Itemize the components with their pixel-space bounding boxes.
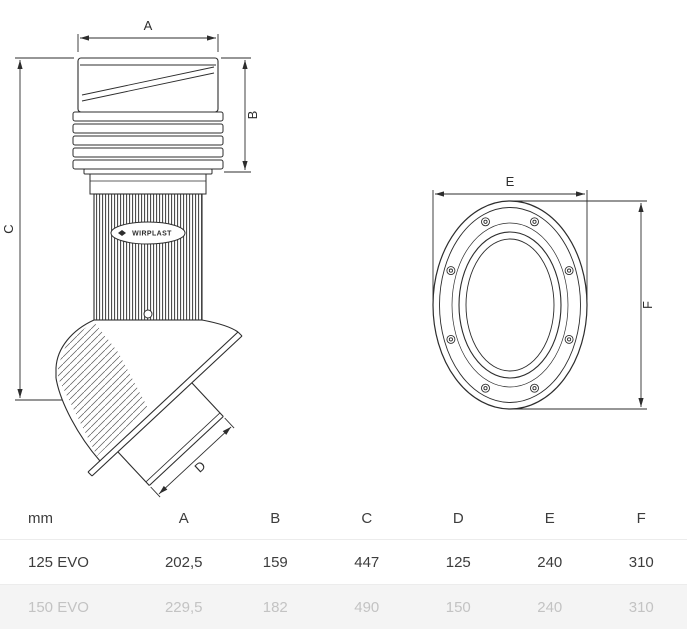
vent-cap <box>77 57 219 113</box>
side-view-drawing: A B C <box>1 18 260 498</box>
model-name: 125 EVO <box>28 553 89 571</box>
dim-label-d: D <box>191 458 208 475</box>
value-f: 310 <box>628 553 654 571</box>
table-row-150-evo: 150 EVO 229,5 182 490 150 240 310 <box>0 585 687 629</box>
brand-badge-label: WIRPLAST <box>132 231 172 238</box>
dim-label-e: E <box>506 174 515 189</box>
louver-fins <box>72 111 224 175</box>
col-header-c: C <box>361 509 373 527</box>
value-c: 447 <box>354 553 380 571</box>
col-header-b: B <box>270 509 281 527</box>
dim-label-c: C <box>1 224 16 233</box>
bottom-view-drawing: E F <box>432 174 655 410</box>
table-header-row: mm A B C D E F <box>0 497 687 539</box>
value-e: 240 <box>537 598 563 616</box>
model-name: 150 EVO <box>28 598 89 616</box>
value-b: 159 <box>262 553 288 571</box>
screw-holes <box>446 217 574 393</box>
value-a: 202,5 <box>164 553 203 571</box>
dimension-f <box>514 200 647 410</box>
value-f: 310 <box>628 598 654 616</box>
flange-opening <box>458 231 562 379</box>
body-detail-hole <box>143 309 153 319</box>
value-b: 182 <box>262 598 288 616</box>
ribbed-body: WIRPLAST <box>93 193 203 321</box>
dimension-b <box>221 57 251 173</box>
brand-badge <box>110 221 186 245</box>
table-row-125-evo: 125 EVO 202,5 159 447 125 240 310 <box>0 539 687 585</box>
dimension-d <box>150 417 235 498</box>
value-c: 490 <box>354 598 380 616</box>
base-flange-edge <box>87 331 243 477</box>
value-d: 125 <box>445 553 471 571</box>
col-header-e: E <box>544 509 555 527</box>
dim-label-f: F <box>640 301 655 309</box>
dimension-a <box>77 34 219 52</box>
dim-label-a: A <box>144 18 153 33</box>
vent-collar <box>89 173 207 195</box>
unit-header: mm <box>28 509 53 527</box>
dimension-e <box>432 190 588 300</box>
value-a: 229,5 <box>164 598 203 616</box>
base-skirt <box>55 319 239 462</box>
flange-plate <box>432 200 588 410</box>
col-header-a: A <box>178 509 189 527</box>
value-d: 150 <box>445 598 471 616</box>
col-header-f: F <box>636 509 646 527</box>
value-e: 240 <box>537 553 563 571</box>
dimensions-table: mm A B C D E F 125 EVO 202,5 159 447 125… <box>0 497 687 629</box>
dim-label-b: B <box>245 111 260 120</box>
dimension-c <box>15 57 74 401</box>
brand-logo-icon <box>118 230 126 236</box>
col-header-d: D <box>452 509 464 527</box>
